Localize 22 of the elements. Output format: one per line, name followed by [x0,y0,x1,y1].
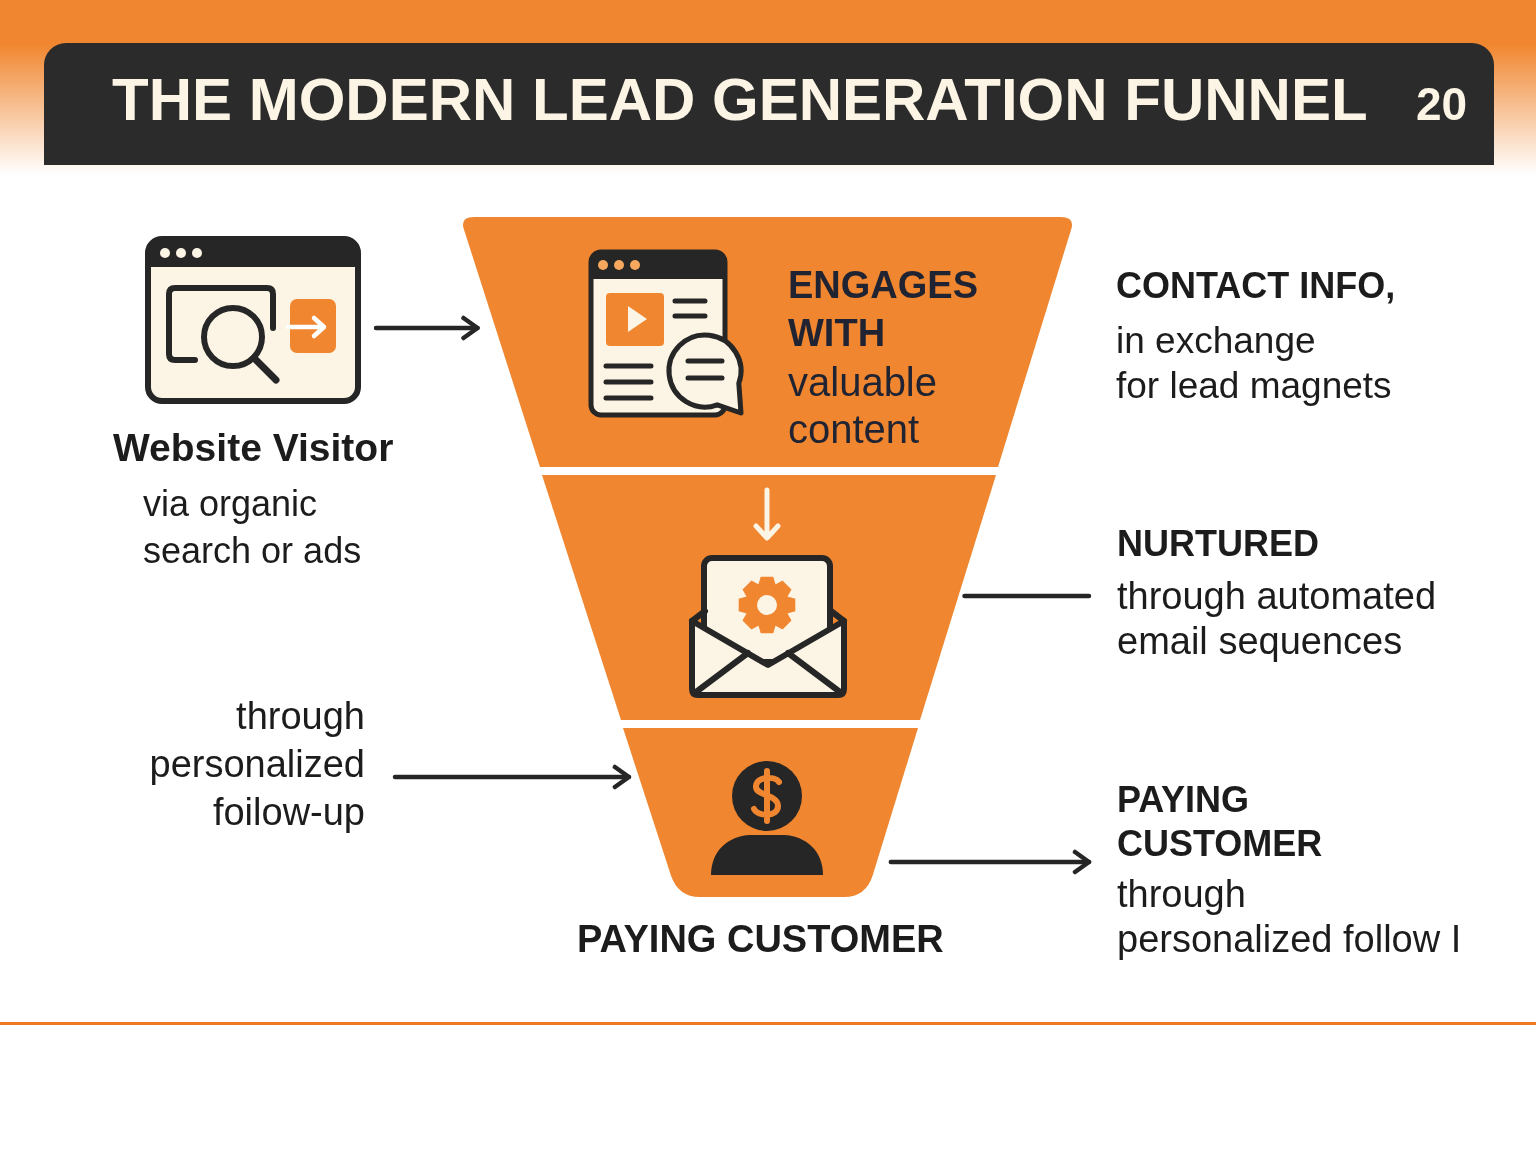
arrow [888,849,1092,875]
stage-description: via organic search or ads [143,482,362,573]
browser-search-icon [145,236,361,404]
stage-heading: PAYING CUSTOMER [1117,778,1323,866]
title: THE MODERN LEAD GENERATION FUNNEL [112,65,1368,135]
stage-description: through personalized follow I [1117,872,1462,962]
stage-heading: NURTURED [1117,522,1319,566]
funnel-stage [542,475,996,720]
stage-description: in exchange for lead magnets [1116,319,1392,408]
funnel-stage [623,728,918,897]
stage-description: valuable content [788,359,937,453]
connector-line [962,593,1092,599]
title-number: 20 [1416,77,1468,131]
stage-heading: Website Visitor [113,425,394,471]
arrow [373,315,480,341]
stage-heading: PAYING CUSTOMER [577,917,944,962]
stage-heading: CONTACT INFO, [1116,264,1396,308]
funnel-stage [460,217,1075,467]
arrow [392,764,632,790]
stage-description: through personalized foilow-up [149,694,365,835]
stage-description: through automated email sequences [1117,574,1437,664]
stage-heading: ENGAGES WITH [788,263,979,356]
